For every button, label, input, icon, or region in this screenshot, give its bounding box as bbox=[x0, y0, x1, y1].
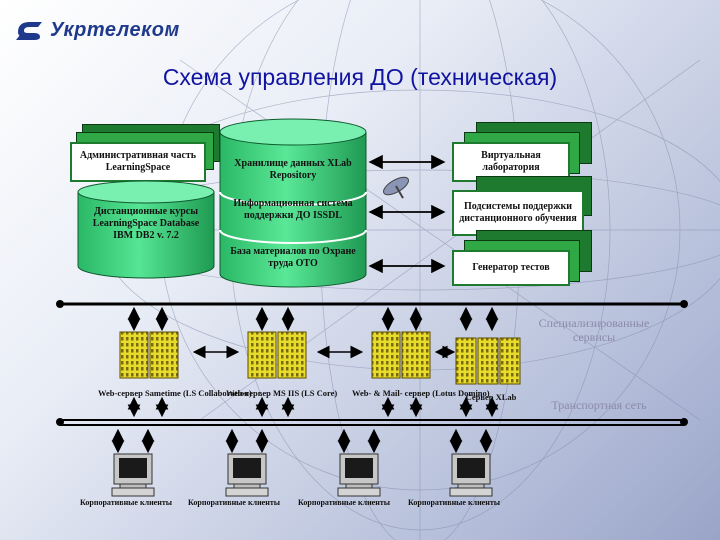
server-label-sametime: Web-сервер Sametime (LS Collaboration) bbox=[98, 388, 252, 398]
computer-icon-2 bbox=[225, 453, 269, 497]
satellite-dish-icon bbox=[383, 176, 409, 199]
courses-db-label: Дистанционные курсы LearningSpace Databa… bbox=[92, 206, 200, 241]
client-label-3: Корпоративные клиенты bbox=[298, 498, 391, 507]
logo-text: Укртелеком bbox=[50, 18, 180, 41]
client-label-4: Корпоративные клиенты bbox=[408, 498, 501, 507]
issdl-section-label: Информационная система поддержки ДО ISSD… bbox=[233, 198, 353, 221]
test-generator-box: Генератор тестов bbox=[452, 250, 570, 286]
computer-icon-3 bbox=[337, 453, 381, 497]
client-label-2: Корпоративные клиенты bbox=[188, 498, 281, 507]
courses-db-cylinder bbox=[77, 180, 215, 279]
oto-section-label: База материалов по Охране труда ОТО bbox=[230, 246, 356, 269]
admin-learningspace-box: Административная часть LearningSpace bbox=[70, 142, 206, 182]
page-title: Схема управления ДО (техническая) bbox=[162, 64, 558, 90]
repository-section-label: Хранилище данных XLab Repository bbox=[234, 158, 352, 181]
client-label-1: Корпоративные клиенты bbox=[80, 498, 173, 507]
specialized-services-label: Специализированные сервисы bbox=[538, 316, 650, 344]
server-icon-2 bbox=[247, 331, 307, 379]
virtual-lab-box: Виртуальная лаборатория bbox=[452, 142, 570, 182]
computer-icon-4 bbox=[449, 453, 493, 497]
computer-icon-1 bbox=[111, 453, 155, 497]
server-icon-3 bbox=[371, 331, 431, 379]
server-label-iis: Web-сервер MS IIS (LS Core) bbox=[226, 388, 338, 398]
central-repository-cylinder bbox=[219, 118, 367, 288]
server-label-domino: Web- & Mail- сервер (Lotus Domino) bbox=[352, 388, 490, 398]
ukrtelecom-logo-icon bbox=[16, 22, 42, 40]
server-icon-1 bbox=[119, 331, 179, 379]
transport-network-label: Транспортная сеть bbox=[551, 398, 647, 412]
server-icon-4 bbox=[455, 337, 521, 385]
server-label-xlab: Сервер XLab bbox=[465, 392, 517, 402]
logo: Укртелеком bbox=[14, 18, 180, 42]
support-subsystems-box: Подсистемы поддержки дистанционного обуч… bbox=[452, 190, 584, 236]
